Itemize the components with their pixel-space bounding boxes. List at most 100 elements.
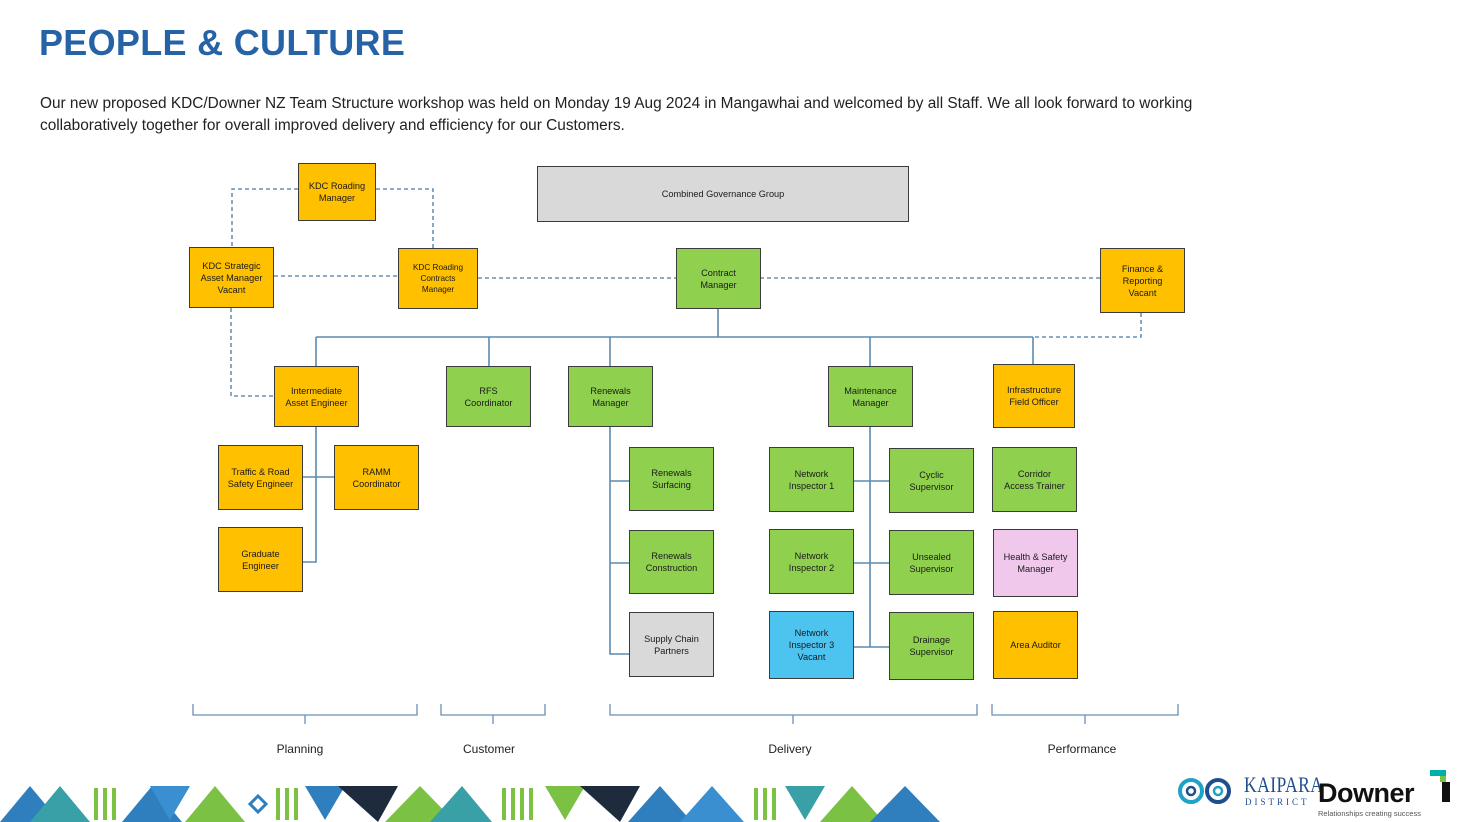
box-label-line: Manager: [700, 279, 737, 290]
page-title: PEOPLE & CULTURE: [39, 22, 406, 63]
link-renewals-trunk: [609, 427, 629, 655]
downer-logo-mark-icon: [1430, 770, 1450, 802]
intro-line-1: Our new proposed KDC/Downer NZ Team Stru…: [40, 95, 1193, 112]
box-label-line: Partners: [654, 645, 689, 656]
intro-line-2: collaboratively together for overall imp…: [40, 117, 625, 134]
box-label-line: Drainage: [912, 635, 951, 645]
box-label-line: Construction: [645, 563, 698, 573]
box-label-line: Health & Safety: [1003, 552, 1068, 562]
downer-tagline: Relationships creating success: [1318, 809, 1421, 818]
box-label-line: Vacant: [1128, 287, 1157, 298]
intro-paragraph: Our new proposed KDC/Downer NZ Team Stru…: [40, 93, 1340, 137]
box-label-line: RAMM: [362, 466, 391, 477]
box-label-line: Unsealed: [912, 551, 951, 562]
box-label-line: Area Auditor: [1010, 640, 1061, 650]
box-label-line: Supervisor: [909, 481, 954, 492]
box-label-line: Vacant: [797, 652, 826, 662]
box-label-line: Manager: [421, 285, 455, 294]
box-label-line: Graduate: [241, 548, 280, 559]
box-label-line: Supply Chain: [644, 633, 699, 644]
kaipara-wordmark: KAIPARA: [1244, 772, 1324, 797]
box-label-line: Engineer: [242, 560, 279, 571]
box-label-line: Network: [794, 468, 829, 479]
box-label-line: Network: [794, 550, 829, 561]
box-label-line: Manager: [1017, 564, 1054, 574]
kaipara-district-logo-icon: [1178, 778, 1231, 804]
box-label-line: Asset Engineer: [285, 397, 348, 408]
box-label-line: Maintenance: [844, 385, 897, 396]
box-label-line: Vacant: [217, 284, 246, 295]
box-label-line: Renewals: [651, 468, 692, 478]
brace-performance: [991, 704, 1179, 724]
box-label-line: RFS: [479, 385, 498, 396]
box-label-line: KDC Roading: [412, 263, 464, 272]
box-label-line: Inspector 2: [788, 562, 835, 573]
box-label-line: Manager: [318, 193, 356, 203]
box-label-line: Contracts: [420, 274, 456, 283]
box-label-line: KDC Roading: [308, 181, 366, 191]
box-label-line: Combined Governance Group: [661, 189, 785, 199]
box-label-line: Finance &: [1121, 263, 1164, 274]
box-label-line: Supervisor: [909, 647, 954, 657]
box-label-line: Access Trainer: [1004, 480, 1065, 491]
box-label-line: Network: [794, 628, 829, 638]
box-label-line: Field Officer: [1009, 397, 1059, 407]
box-label-line: Renewals: [590, 385, 631, 396]
box-label-line: Traffic & Road: [231, 466, 290, 477]
brace-delivery: [609, 704, 978, 724]
brace-customer: [440, 704, 546, 724]
dashed-link-roading-to-contracts: [376, 188, 434, 248]
box-label-line: Coordinator: [464, 397, 513, 408]
box-label-line: Infrastructure: [1006, 385, 1062, 395]
kaipara-district-wordmark: DISTRICT: [1245, 797, 1310, 807]
box-label-line: Safety Engineer: [227, 478, 294, 489]
dashed-link-finance-to-field-officer: [1033, 313, 1142, 338]
link-planning-trunk: [303, 427, 317, 563]
box-label-line: Intermediate: [290, 385, 343, 396]
area-auditor-box: Area Auditor: [993, 611, 1078, 679]
group-label-customer: Customer: [462, 742, 515, 756]
box-label-line: Asset Manager: [200, 272, 263, 283]
group-label-delivery: Delivery: [768, 742, 812, 756]
box-label-line: Renewals: [651, 551, 692, 561]
box-label-line: Contract: [701, 267, 736, 278]
box-label-line: Supervisor: [909, 563, 954, 574]
group-label-performance: Performance: [1047, 742, 1117, 756]
dashed-link-strategic-to-asset-engineer: [230, 308, 274, 397]
box-label-line: Inspector 1: [788, 480, 835, 491]
box-label-line: KDC Strategic: [202, 260, 261, 271]
box-label-line: Surfacing: [652, 480, 691, 490]
box-label-line: Reporting: [1122, 275, 1163, 286]
box-label-line: Manager: [592, 397, 629, 408]
combined-governance-group-box: Combined Governance Group: [537, 166, 909, 222]
downer-wordmark: Downer: [1318, 778, 1415, 808]
box-label-line: Corridor: [1017, 468, 1052, 479]
dashed-link-roading-to-strategic: [231, 188, 298, 248]
brace-planning: [192, 704, 418, 724]
